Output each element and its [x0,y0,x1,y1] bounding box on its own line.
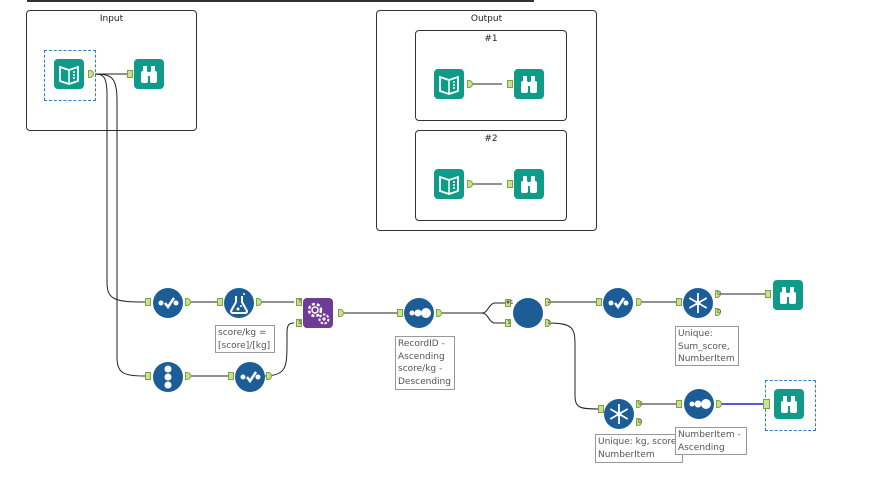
input-anchor[interactable] [765,290,771,298]
book-icon [439,175,459,195]
formula-annotation: score/kg = [score]/[kg] [215,325,275,353]
input-anchor[interactable] [598,405,604,413]
container-title: Output [470,14,503,24]
input-anchor[interactable] [145,298,151,306]
unique-tool[interactable] [604,399,634,429]
sort-tool[interactable] [404,298,434,328]
binoculars-icon [521,176,537,193]
circle-macro-tool[interactable] [513,298,543,328]
input-anchor[interactable] [596,298,602,306]
input-anchor-t[interactable]: T [296,298,302,306]
container-title: #1 [484,34,498,44]
output-anchor-1[interactable]: 1 [545,319,551,327]
output-anchor[interactable] [467,180,473,188]
wire-circle-unique2 [547,322,599,410]
wire-sort1-circle [440,302,505,324]
binoculars-icon [521,76,537,93]
output-anchor[interactable] [256,298,262,306]
book-icon [59,65,79,85]
formula-tool[interactable] [224,288,254,318]
output-anchor-unique[interactable]: U [715,290,721,298]
output-anchor[interactable] [436,309,442,317]
input-anchor-1[interactable]: #1 [505,299,514,307]
input-anchor-s[interactable]: S [296,319,302,327]
circle-icon [513,298,543,328]
browse-tool[interactable] [514,69,544,99]
binoculars-icon [141,66,157,83]
output-anchor[interactable] [185,298,191,306]
browse-tool[interactable] [514,169,544,199]
wire-input-select1 [94,73,146,303]
canvas-top-border [27,0,534,2]
wire-select2-macro [260,322,295,377]
output-anchor-duplicate[interactable]: D [715,308,721,316]
output-anchor-unique[interactable]: U [636,400,642,408]
book-icon [439,75,459,95]
output-anchor[interactable] [185,372,191,380]
output-anchor[interactable] [467,80,473,88]
sort-annotation: RecordID - Ascending score/kg - Descendi… [395,336,455,390]
output-anchor[interactable] [88,70,94,78]
flask-icon [229,293,249,314]
output-anchor[interactable] [338,309,344,317]
wire-input-recordid [94,73,146,377]
binoculars-icon [781,396,797,413]
container-title: #2 [484,134,498,144]
input-data-tool[interactable] [54,59,84,89]
unique-annotation: Unique: kg, score, NumberItem [595,434,683,463]
input-anchor[interactable] [228,372,234,380]
gears-icon [307,302,330,325]
check-select-icon [240,371,261,384]
output-anchor-2[interactable]: 2 [545,298,551,306]
input-anchor[interactable] [763,399,770,409]
input-anchor[interactable] [676,298,682,306]
output-anchor[interactable] [636,298,642,306]
select-tool[interactable] [603,288,633,318]
sort-tool[interactable] [684,389,714,419]
macro-tool[interactable] [303,298,333,328]
container-title: Input [99,14,124,24]
input-anchor[interactable] [127,70,133,78]
selection-box-input-data [44,50,96,101]
input-data-tool[interactable] [434,69,464,99]
check-select-icon [608,297,629,310]
unique-annotation: Unique: Sum_score, NumberItem [675,326,739,366]
browse-tool[interactable] [134,59,164,89]
sort-annotation: NumberItem - Ascending [675,427,747,455]
input-anchor[interactable] [507,80,513,88]
input-data-tool[interactable] [434,169,464,199]
sort-dots-icon [409,308,431,318]
snowflake-icon [609,404,629,424]
input-anchor-2[interactable]: 1 [505,319,511,327]
snowflake-icon [688,293,708,313]
browse-tool[interactable] [773,280,803,310]
select-tool[interactable] [235,362,265,392]
sort-dots-icon [689,399,711,409]
numbered-list-icon [164,365,172,389]
browse-tool[interactable] [774,389,804,419]
unique-tool[interactable] [683,288,713,318]
input-anchor[interactable] [397,309,403,317]
output-anchor-duplicate[interactable]: D [636,418,642,426]
input-anchor[interactable] [676,400,682,408]
select-tool[interactable] [153,288,183,318]
output-anchor[interactable] [716,400,722,408]
output-anchor[interactable] [266,372,272,380]
binoculars-icon [780,287,796,304]
record-id-tool[interactable] [153,362,183,392]
input-anchor[interactable] [507,180,513,188]
input-anchor[interactable] [217,298,223,306]
input-anchor[interactable] [145,372,151,380]
check-select-icon [158,297,179,310]
